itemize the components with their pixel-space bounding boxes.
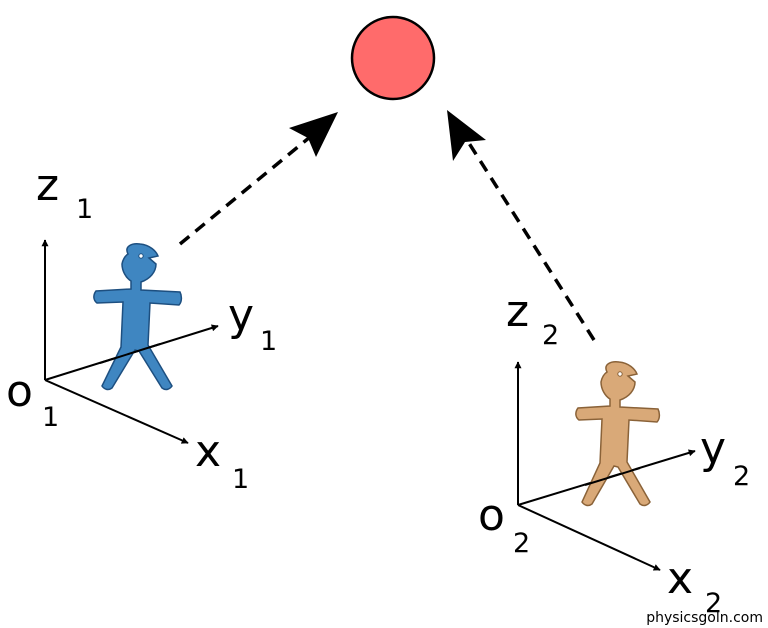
svg-text:2: 2: [733, 461, 750, 492]
svg-text:x: x: [195, 426, 221, 477]
x1-axis: [44, 379, 189, 444]
svg-text:o: o: [6, 366, 33, 417]
svg-text:1: 1: [232, 464, 249, 495]
observer-2-figure: [575, 361, 661, 507]
svg-text:1: 1: [260, 326, 277, 357]
credit-text: physicsgoln.com: [646, 610, 763, 626]
svg-text:2: 2: [513, 528, 530, 559]
y2-axis-over: [584, 467, 641, 486]
svg-text:1: 1: [76, 194, 93, 225]
object-ball: [350, 15, 436, 101]
svg-text:2: 2: [542, 320, 559, 351]
svg-text:y: y: [228, 290, 254, 341]
label-o2: o 2: [478, 490, 530, 559]
observation-arrow-1: [178, 112, 338, 246]
svg-text:z: z: [506, 286, 529, 337]
observer-1-figure: [93, 243, 183, 391]
label-z2: z 2: [506, 286, 559, 351]
observation-arrow-2: [447, 110, 596, 341]
svg-text:2: 2: [705, 588, 722, 619]
y1-axis-over: [99, 343, 161, 364]
svg-text:o: o: [478, 490, 505, 541]
svg-text:1: 1: [42, 402, 59, 433]
label-o1: o 1: [6, 366, 59, 433]
svg-text:y: y: [700, 423, 726, 474]
label-x2: x 2: [667, 553, 722, 619]
label-z1: z 1: [36, 160, 93, 225]
svg-text:z: z: [36, 160, 59, 211]
label-y1: y 1: [228, 290, 277, 357]
svg-text:x: x: [667, 553, 693, 604]
label-y2: y 2: [700, 423, 750, 492]
x2-axis: [517, 504, 661, 571]
label-x1: x 1: [195, 426, 249, 495]
